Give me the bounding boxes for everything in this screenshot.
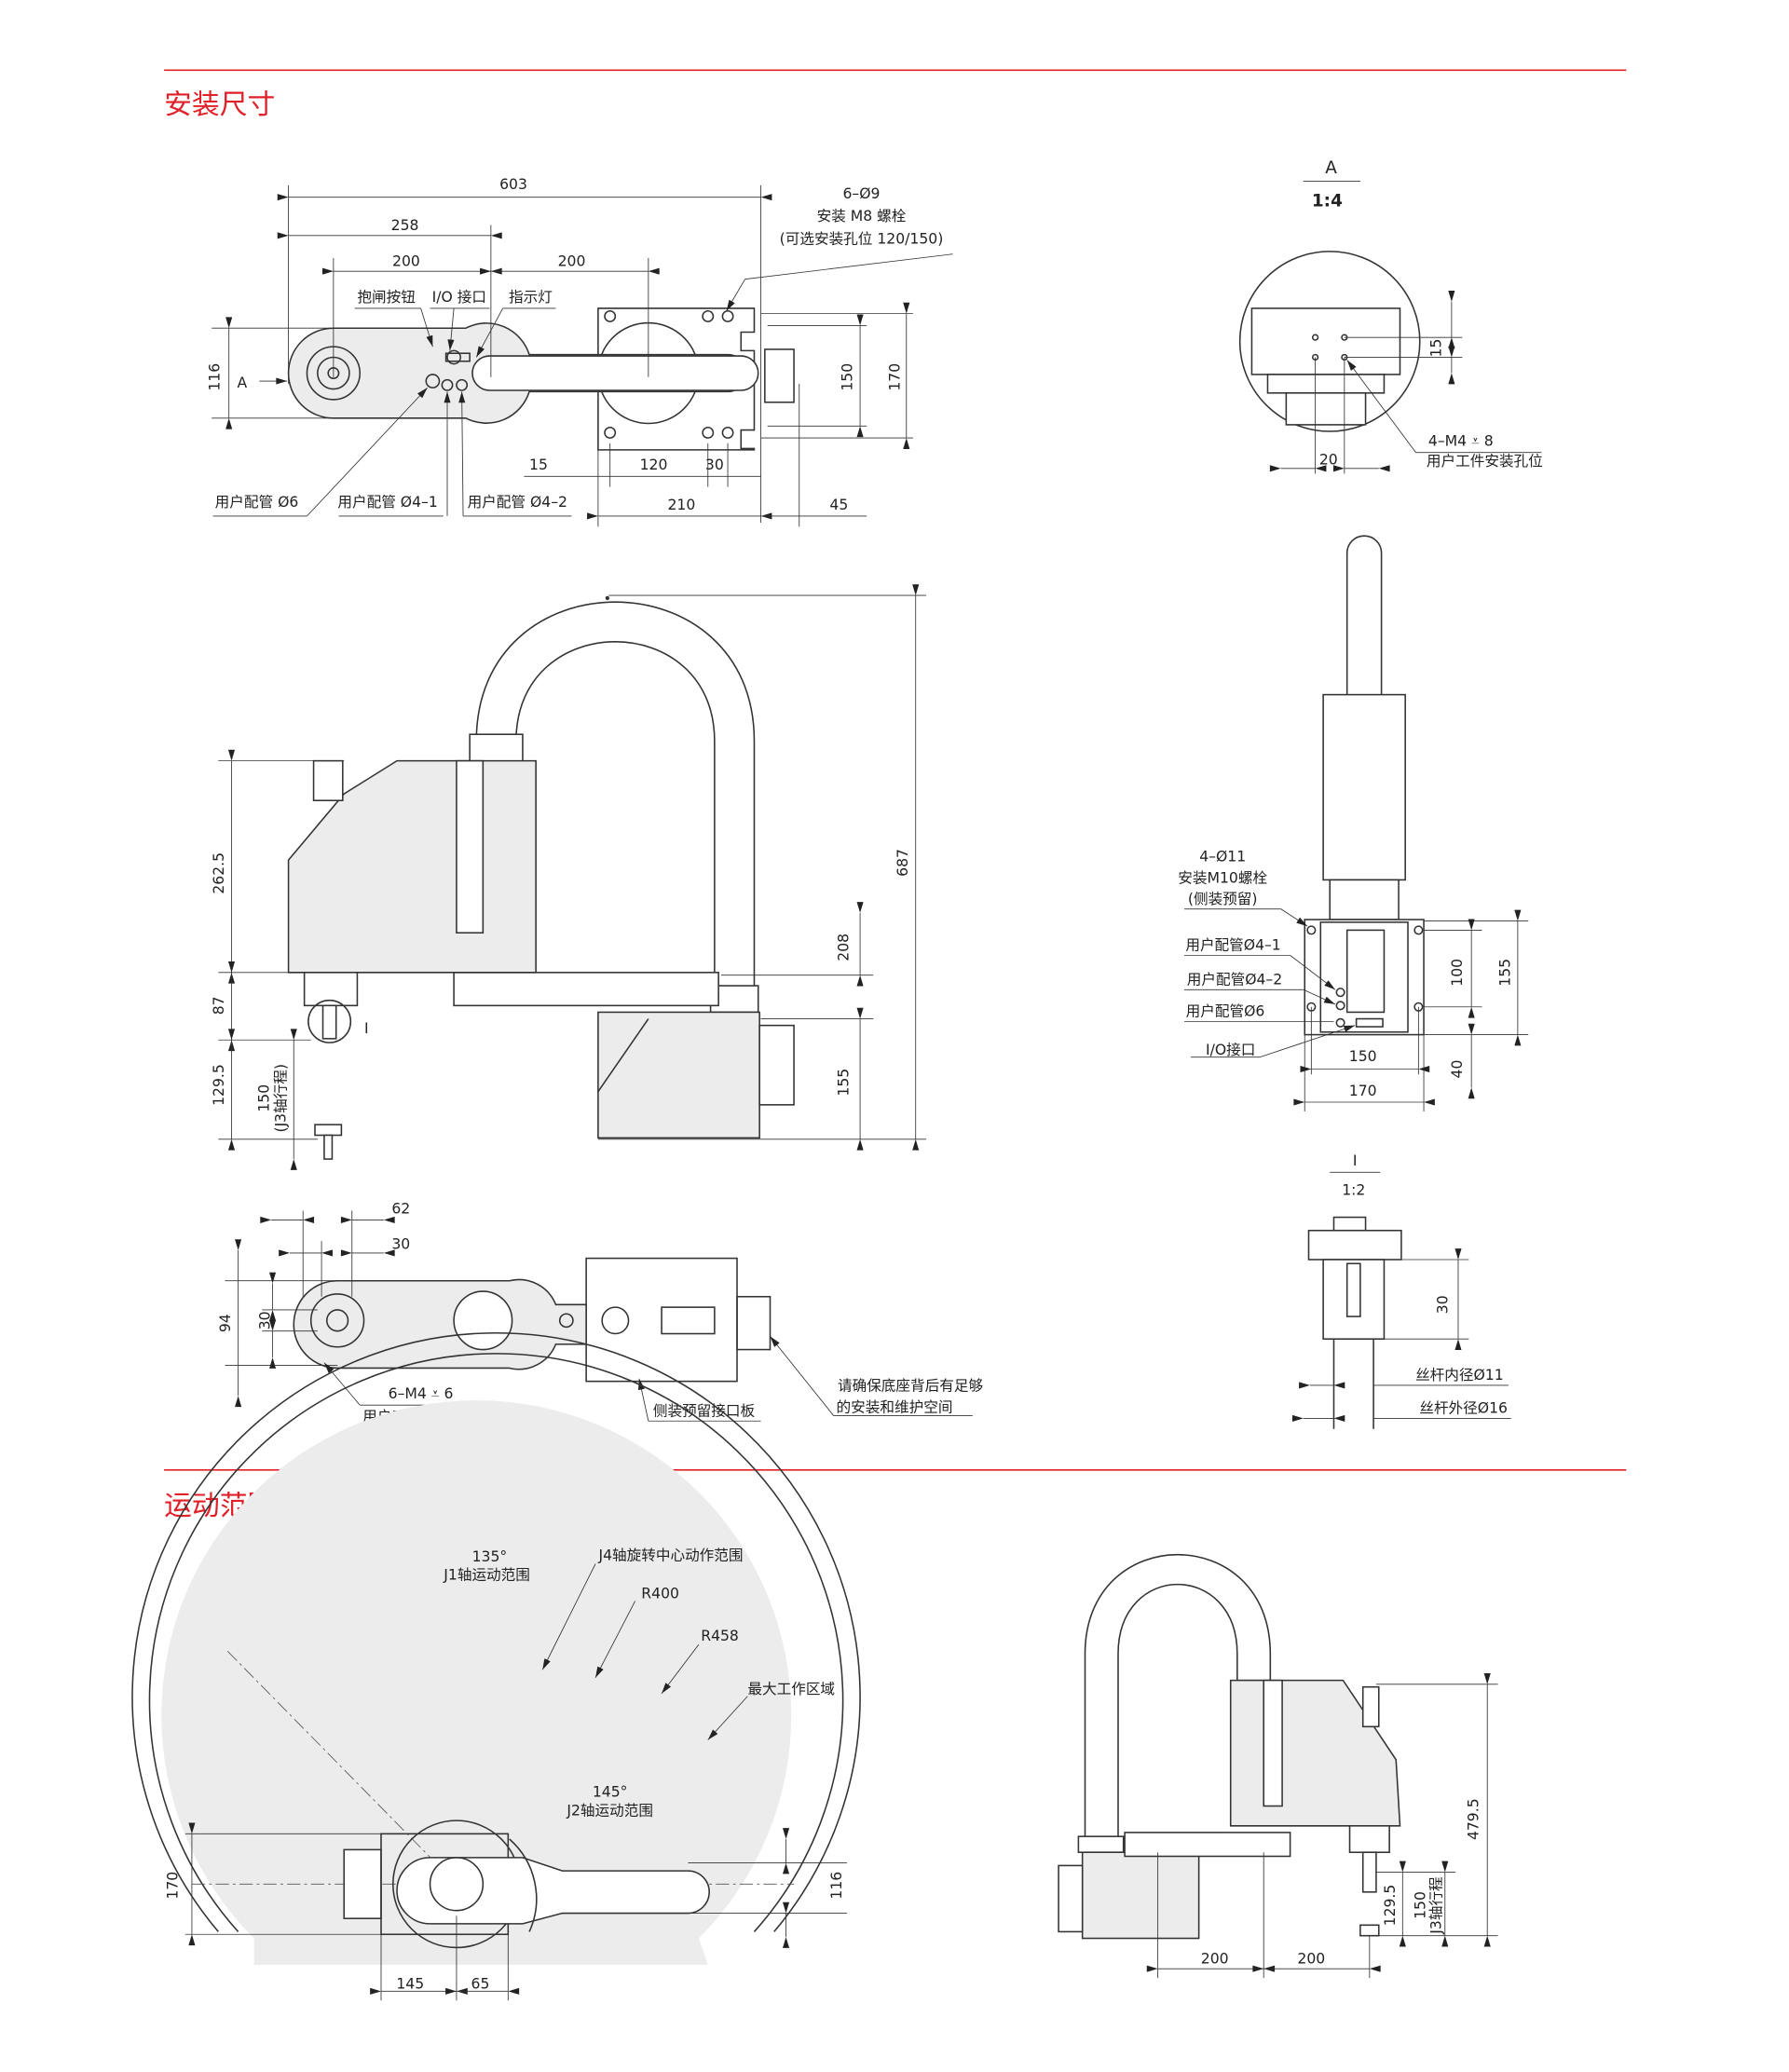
dim-45: 45 <box>829 497 848 513</box>
radius-400: R400 <box>641 1586 679 1602</box>
bottom-view: 62 30 94 30 6–M4 ⩡ 6 用户工件安装孔位 侧装预留接口板 请确… <box>217 1200 983 1424</box>
dim-129-5-b: 129.5 <box>1382 1885 1399 1927</box>
label-brake-button: 抱闸按钮 <box>357 289 415 306</box>
front-pipe-6: 用户配管Ø6 <box>1186 1003 1265 1020</box>
motion-dim-65: 65 <box>471 1975 490 1992</box>
dim-150: 150 <box>840 363 856 391</box>
j3-stroke-label: (J3轴行程) <box>273 1064 290 1133</box>
view-a-title: A <box>1325 158 1337 178</box>
dim-116: 116 <box>207 363 224 391</box>
dim-200b: 200 <box>558 252 586 269</box>
j1-range-label: J1轴运动范围 <box>443 1567 530 1584</box>
section-title-install: 安装尺寸 <box>164 89 275 121</box>
bottom-dim-94: 94 <box>217 1314 234 1332</box>
j1-angle: 135° <box>472 1548 508 1565</box>
side-view-2: 479.5 129.5 150 J3轴行程 200 200 <box>1058 1553 1498 1979</box>
max-area-label: 最大工作区域 <box>747 1681 835 1697</box>
label-pipe-4-2: 用户配管 Ø4–2 <box>468 494 567 511</box>
dim-262-5: 262.5 <box>211 852 227 894</box>
bottom-dim-30b: 30 <box>257 1311 274 1329</box>
dim-15: 15 <box>529 457 548 473</box>
motion-dim-170: 170 <box>164 1872 181 1900</box>
clearance-note-1: 请确保底座背后有足够 <box>838 1378 983 1395</box>
dim-150-stroke: 150 <box>255 1084 272 1112</box>
label-indicator: 指示灯 <box>509 289 553 306</box>
screw-outer-diameter: 丝杆外径Ø16 <box>1419 1400 1508 1417</box>
radius-458: R458 <box>701 1628 739 1644</box>
bottom-dim-30a: 30 <box>391 1236 410 1253</box>
top-view: 603 6–Ø9 安装 M8 螺栓 (可选安装孔位 120/150) 258 2… <box>207 176 953 527</box>
view-a-hole-desc: 用户工件安装孔位 <box>1427 453 1543 470</box>
view-a-dim-15: 15 <box>1428 339 1445 358</box>
view-a-hole-spec: 4–M4 ⩡ 8 <box>1428 433 1494 450</box>
front-io-port: I/O接口 <box>1206 1042 1255 1058</box>
front-dim-150: 150 <box>1349 1048 1377 1065</box>
view-a-scale: 1:4 <box>1312 192 1343 211</box>
front-hole-note: (侧装预留) <box>1188 891 1258 907</box>
dim-200a: 200 <box>392 252 420 269</box>
label-io-port: I/O 接口 <box>432 289 486 306</box>
screw-inner-diameter: 丝杆内径Ø11 <box>1415 1367 1504 1384</box>
dim-258: 258 <box>391 217 419 234</box>
front-hole-bolt: 安装M10螺栓 <box>1178 869 1267 886</box>
dim-120: 120 <box>640 457 668 473</box>
label-pipe-4-1: 用户配管 Ø4–1 <box>337 494 437 511</box>
j4-range-label: J4轴旋转中心动作范围 <box>597 1547 743 1563</box>
dim-479-5: 479.5 <box>1465 1798 1482 1840</box>
front-pipe-4-2: 用户配管Ø4–2 <box>1187 972 1282 988</box>
dim-87: 87 <box>211 996 227 1015</box>
j2-angle: 145° <box>593 1784 628 1801</box>
view-a-dim-20: 20 <box>1319 452 1338 469</box>
j3-stroke-label-b: J3轴行程 <box>1428 1876 1445 1935</box>
dim-687: 687 <box>894 849 911 877</box>
hole-option: (可选安装孔位 120/150) <box>780 230 944 247</box>
max-work-zone <box>161 1400 792 1965</box>
clearance-note-2: 的安装和维护空间 <box>837 1398 953 1415</box>
front-hole-spec: 4–Ø11 <box>1199 849 1246 866</box>
front-dim-100: 100 <box>1449 959 1466 987</box>
front-view: 4–Ø11 安装M10螺栓 (侧装预留) 用户配管Ø4–1 用户配管Ø4–2 用… <box>1178 535 1529 1111</box>
detail-i: I 1:2 30 丝杆内径Ø11 丝杆外径Ø16 <box>1291 1152 1511 1429</box>
hole-spec: 6–Ø9 <box>843 185 881 202</box>
dim-170: 170 <box>887 363 904 391</box>
dim-30: 30 <box>705 457 724 473</box>
dim-129-5: 129.5 <box>211 1064 227 1106</box>
hole-bolt: 安装 M8 螺栓 <box>817 208 907 225</box>
dim-155: 155 <box>835 1069 852 1097</box>
view-a-detail: A 1:4 15 20 4–M4 ⩡ 8 用户工件安装孔位 <box>1238 158 1543 474</box>
detail-i-dim-30: 30 <box>1435 1295 1452 1314</box>
front-dim-170: 170 <box>1349 1083 1377 1099</box>
detail-i-marker: I <box>364 1020 369 1037</box>
dim-603: 603 <box>499 176 527 193</box>
label-pipe-6: 用户配管 Ø6 <box>215 494 299 511</box>
detail-i-scale: 1:2 <box>1342 1181 1365 1198</box>
dim-200-left: 200 <box>1201 1951 1229 1968</box>
bottom-dim-62: 62 <box>391 1200 410 1217</box>
dim-200-right: 200 <box>1297 1951 1325 1968</box>
front-dim-155: 155 <box>1496 959 1513 987</box>
dim-210: 210 <box>667 497 695 513</box>
view-a-marker: A <box>238 375 248 391</box>
motion-range-plan: 135° J1轴运动范围 J4轴旋转中心动作范围 R400 R458 最大工作区… <box>131 1331 861 2001</box>
detail-i-title: I <box>1353 1152 1358 1169</box>
dim-208: 208 <box>835 934 852 961</box>
side-panel-label: 侧装预留接口板 <box>653 1403 756 1420</box>
bottom-hole-spec: 6–M4 ⩡ 6 <box>389 1385 454 1402</box>
side-view: 687 208 155 262.5 87 129.5 150 (J3轴行程) I <box>211 584 927 1170</box>
front-dim-40: 40 <box>1449 1060 1466 1079</box>
dim-150-b: 150 <box>1412 1891 1428 1919</box>
j2-range-label: J2轴运动范围 <box>566 1802 653 1819</box>
motion-dim-116: 116 <box>828 1872 845 1900</box>
front-pipe-4-1: 用户配管Ø4–1 <box>1185 937 1280 954</box>
motion-dim-145: 145 <box>396 1975 424 1992</box>
